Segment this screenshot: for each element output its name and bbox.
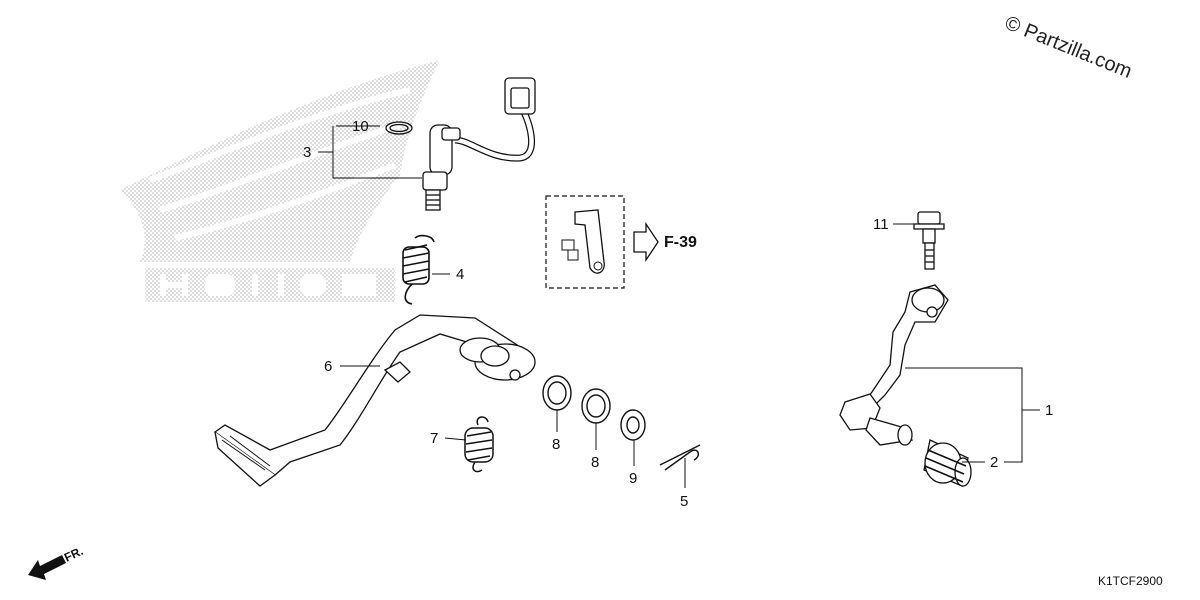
dust-seal-1: [542, 375, 572, 411]
brake-pedal: [213, 314, 536, 487]
callout-5: 5: [680, 493, 689, 510]
callout-6: 6: [324, 358, 333, 375]
dust-seal-2: [581, 388, 611, 424]
callout-10: 10: [352, 118, 369, 135]
bolt: [913, 211, 945, 270]
o-ring: [385, 121, 413, 135]
pedal-spring: [464, 416, 494, 473]
callout-8-first: 8: [552, 436, 561, 453]
gearshift-pedal: [839, 284, 949, 446]
callout-8-second: 8: [591, 454, 600, 471]
callout-7: 7: [430, 430, 439, 447]
callout-4: 4: [456, 266, 465, 283]
callout-1: 1: [1045, 402, 1054, 419]
diagram-code: K1TCF2900: [1098, 574, 1163, 588]
return-spring: [402, 234, 435, 305]
callout-3: 3: [303, 144, 312, 161]
clip: [659, 444, 701, 471]
front-direction-arrow: [28, 555, 66, 580]
reference-box: [545, 195, 659, 289]
reference-label: F-39: [664, 234, 697, 251]
callout-11: 11: [873, 216, 889, 233]
washer: [620, 409, 646, 441]
neutral-switch-sensor: [422, 77, 536, 211]
callout-9: 9: [629, 470, 638, 487]
pedal-rubber: [923, 439, 972, 487]
honda-logo-background: [120, 60, 440, 302]
callout-2: 2: [990, 454, 999, 471]
leader-lines: [318, 125, 1040, 488]
